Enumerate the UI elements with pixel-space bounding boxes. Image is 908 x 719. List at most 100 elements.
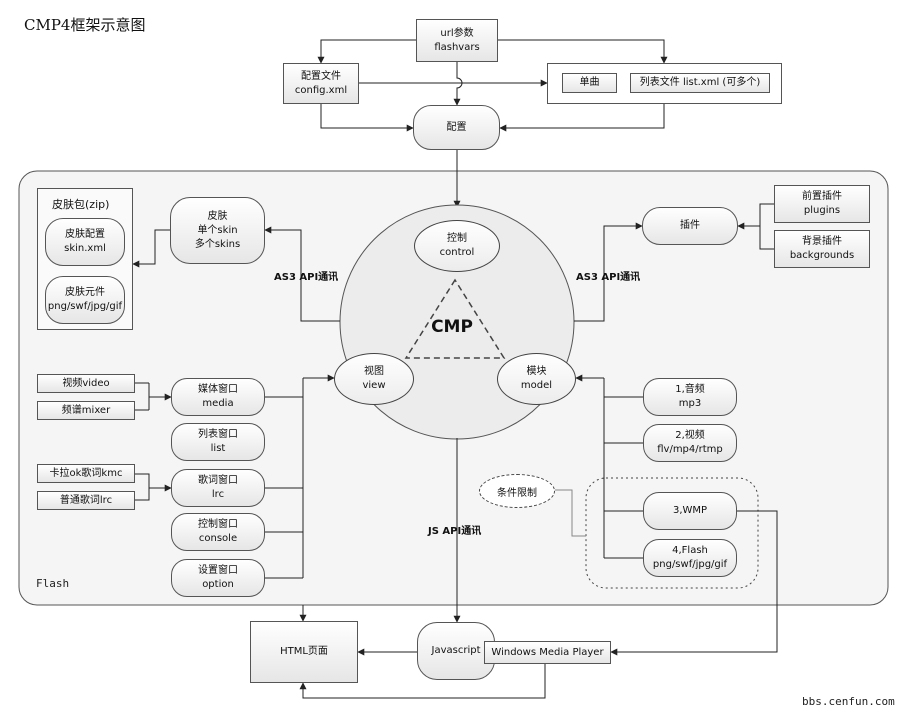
- list-file-node: 列表文件 list.xml (可多个): [630, 73, 770, 93]
- lrc-source-label: 普通歌词lrc: [59, 494, 113, 506]
- condition-label: 条件限制: [497, 487, 537, 499]
- connector-condition-to-region: [555, 489, 586, 537]
- as3-left-label: AS3 API通讯: [274, 272, 339, 283]
- control-line1: 控制: [447, 233, 467, 244]
- connector-player-to-html: [299, 664, 546, 699]
- media-window-line1: 媒体窗口: [198, 384, 238, 395]
- skins-line1: 皮肤: [207, 210, 228, 222]
- front-plugins-node: 前置插件 plugins: [774, 185, 870, 223]
- connector-url-to-list: [498, 39, 668, 64]
- background-plugins-node: 背景插件 backgrounds: [774, 230, 870, 268]
- skin-config-node: 皮肤配置 skin.xml: [45, 218, 125, 266]
- plugins-node: 插件: [642, 207, 738, 245]
- skins-line2: 单个skin: [197, 224, 238, 236]
- control-line2: control: [439, 247, 475, 258]
- mixer-source-label: 频谱mixer: [61, 404, 111, 416]
- lrc-window-line1: 歌词窗口: [198, 475, 238, 486]
- control-node: 控制 control: [414, 220, 500, 272]
- url-params-line2: flashvars: [434, 41, 480, 53]
- front-plugins-line2: plugins: [803, 205, 841, 216]
- flash-model-node: 4,Flash png/swf/jpg/gif: [643, 539, 737, 577]
- flash-model-line1: 4,Flash: [672, 545, 708, 556]
- connector-front-to-plugins: [737, 203, 774, 230]
- option-window-line1: 设置窗口: [198, 565, 238, 576]
- config-node: 配置: [413, 105, 500, 150]
- console-window-node: 控制窗口 console: [171, 513, 265, 551]
- mixer-source-node: 频谱mixer: [37, 401, 135, 420]
- list-window-node: 列表窗口 list: [171, 423, 265, 461]
- diagram-title: CMP4框架示意图: [24, 16, 146, 34]
- model-line1: 模块: [526, 366, 547, 377]
- html-page-label: HTML页面: [280, 646, 328, 657]
- connector-cmp-to-skins: [264, 226, 340, 322]
- condition-region: [585, 477, 759, 589]
- html-page-node: HTML页面: [250, 621, 358, 683]
- javascript-node: Javascript: [417, 622, 495, 680]
- audio-model-line2: mp3: [678, 398, 702, 409]
- config-file-line2: config.xml: [294, 84, 348, 96]
- cmp-triangle: [404, 278, 506, 359]
- list-window-line2: list: [210, 443, 226, 454]
- wmp-model-node: 3,WMP: [643, 492, 737, 530]
- audio-model-line1: 1,音频: [675, 384, 705, 395]
- connector-kmc-to-lrc: [135, 473, 172, 492]
- cmp-core-label: CMP: [431, 317, 473, 337]
- video-model-line1: 2,视频: [675, 430, 705, 441]
- skins-line3: 多个skins: [194, 238, 241, 250]
- as3-right-label: AS3 API通讯: [576, 272, 641, 283]
- connector-wmp-to-player: [610, 510, 778, 656]
- config-file-node: 配置文件 config.xml: [283, 63, 359, 104]
- console-window-line1: 控制窗口: [198, 519, 238, 530]
- skin-elements-line2: png/swf/jpg/gif: [47, 301, 123, 312]
- watermark: bbs.cenfun.com: [802, 695, 895, 708]
- background-plugins-line1: 背景插件: [802, 236, 842, 247]
- lrc-window-node: 歌词窗口 lrc: [171, 469, 265, 507]
- wmp-player-label: Windows Media Player: [491, 646, 604, 658]
- media-window-line2: media: [202, 398, 234, 409]
- flash-model-line2: png/swf/jpg/gif: [652, 559, 728, 570]
- javascript-label: Javascript: [431, 645, 481, 656]
- lrc-source-node: 普通歌词lrc: [37, 491, 135, 510]
- skin-config-line2: skin.xml: [64, 243, 106, 254]
- media-window-node: 媒体窗口 media: [171, 378, 265, 416]
- connector-list-to-config: [499, 104, 665, 132]
- js-api-label: JS API通讯: [428, 526, 482, 537]
- model-line2: model: [520, 380, 553, 391]
- skins-node: 皮肤 单个skin 多个skins: [170, 197, 265, 264]
- video-source-node: 视频video: [37, 374, 135, 393]
- option-window-node: 设置窗口 option: [171, 559, 265, 597]
- console-window-line2: console: [198, 533, 238, 544]
- option-window-line2: option: [202, 579, 234, 590]
- view-line1: 视图: [364, 366, 384, 377]
- view-node: 视图 view: [334, 353, 414, 405]
- connector-cmp-to-plugins: [574, 222, 643, 322]
- connector-lrc-src-join: [135, 488, 150, 501]
- video-source-label: 视频video: [62, 377, 110, 389]
- condition-node: 条件限制: [479, 474, 555, 508]
- kmc-source-node: 卡拉ok歌词kmc: [37, 464, 135, 483]
- config-label: 配置: [446, 121, 467, 133]
- connector-url-to-config-file: [317, 39, 416, 64]
- front-plugins-line1: 前置插件: [802, 191, 842, 202]
- wmp-player-node: Windows Media Player: [484, 641, 611, 664]
- config-file-line1: 配置文件: [301, 70, 341, 82]
- plugins-label: 插件: [680, 220, 700, 231]
- connector-config-file-to-config: [320, 104, 414, 132]
- model-node: 模块 model: [497, 353, 576, 405]
- video-model-line2: flv/mp4/rtmp: [657, 444, 723, 455]
- kmc-source-label: 卡拉ok歌词kmc: [49, 467, 123, 479]
- url-params-line1: url参数: [440, 27, 474, 39]
- skin-elements-node: 皮肤元件 png/swf/jpg/gif: [45, 276, 125, 324]
- connector-back-to-plugins: [759, 226, 774, 250]
- view-line2: view: [362, 380, 386, 391]
- url-params-node: url参数 flashvars: [416, 19, 498, 62]
- video-model-node: 2,视频 flv/mp4/rtmp: [643, 424, 737, 462]
- connector-skins-to-package: [132, 229, 170, 268]
- skin-config-line1: 皮肤配置: [65, 229, 105, 240]
- list-file-label: 列表文件 list.xml (可多个): [639, 77, 761, 88]
- single-track-label: 单曲: [579, 77, 600, 88]
- single-track-node: 单曲: [562, 73, 617, 93]
- list-window-line1: 列表窗口: [198, 429, 238, 440]
- flash-container-label: Flash: [36, 577, 70, 590]
